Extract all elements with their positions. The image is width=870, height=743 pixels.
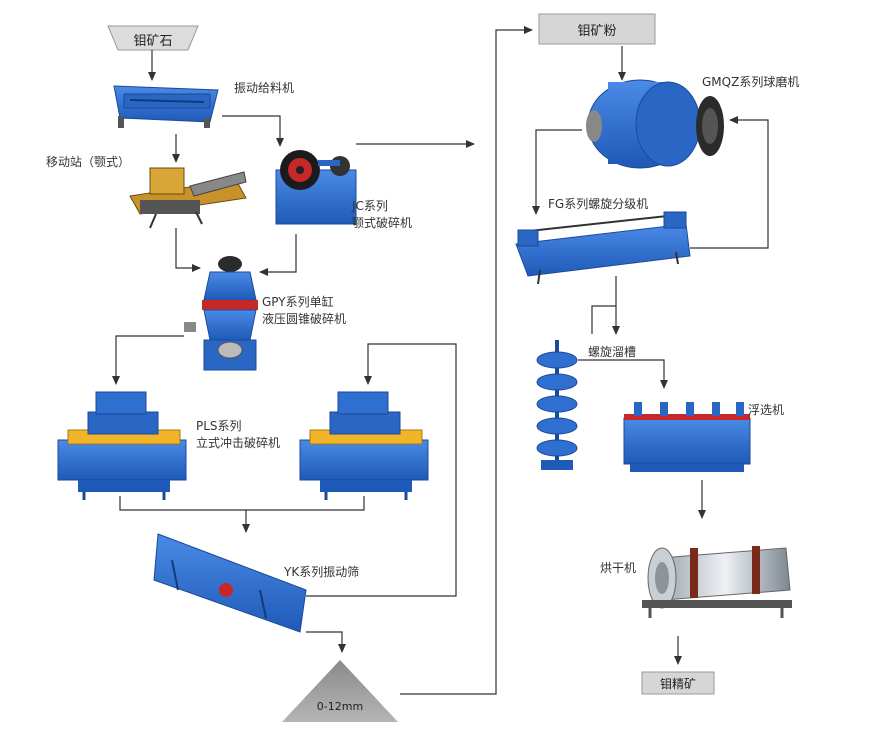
spiral-classifier-machine bbox=[515, 211, 691, 285]
ball-mill-label: GMQZ系列球磨机 bbox=[702, 75, 800, 89]
vibrating-screen-machine bbox=[153, 533, 307, 633]
feeder-label: 振动给料机 bbox=[234, 81, 295, 95]
flow-arrows bbox=[112, 26, 769, 695]
arrow-classifier-return bbox=[690, 116, 769, 249]
output-label: 钼精矿 bbox=[659, 677, 696, 691]
spiral-chute-machine bbox=[536, 340, 578, 470]
arrow-size-to-mid bbox=[400, 26, 533, 695]
dryer-label: 烘干机 bbox=[600, 561, 637, 575]
impact-crusher-right bbox=[299, 391, 429, 500]
arrow-jaw-to-cone bbox=[259, 234, 297, 276]
arrow-mobile-to-cone bbox=[175, 228, 201, 272]
mobile-station-label: 移动站（颚式） bbox=[46, 155, 131, 169]
arrow-mill-to-classifier bbox=[532, 129, 582, 215]
output-node bbox=[641, 671, 715, 695]
spiral-chute-label: 螺旋溜槽 bbox=[588, 345, 637, 359]
input-label: 钼矿石 bbox=[133, 34, 173, 49]
ball-mill-machine bbox=[586, 79, 724, 169]
arrow-feeder-to-jaw bbox=[222, 115, 284, 147]
arrow-screen-to-size bbox=[306, 631, 346, 653]
impact-crusher-label-line1: PLS系列 bbox=[196, 419, 242, 433]
jaw-crusher-machine bbox=[275, 150, 357, 225]
jaw-crusher-label: JC系列 颚式破碎机 bbox=[352, 198, 412, 232]
arrow-spiral-to-flotation bbox=[578, 359, 668, 389]
arrow-impact-to-screen bbox=[119, 496, 365, 511]
cone-crusher-machine bbox=[184, 256, 258, 371]
size-label: 0-12mm bbox=[316, 700, 364, 713]
mobile-station-machine bbox=[129, 167, 247, 229]
cone-crusher-label: GPY系列单缸 液压圆锥破碎机 bbox=[262, 294, 346, 328]
mid-label: 钼矿粉 bbox=[577, 24, 617, 39]
product-size-node bbox=[282, 660, 398, 722]
input-node bbox=[107, 25, 199, 51]
classifier-label: FG系列螺旋分级机 bbox=[548, 197, 649, 211]
cone-crusher-label-line1: GPY系列单缸 bbox=[262, 295, 334, 309]
flotation-label: 浮选机 bbox=[748, 403, 785, 417]
screen-label: YK系列振动筛 bbox=[284, 565, 360, 579]
impact-crusher-left bbox=[57, 391, 187, 500]
jaw-crusher-label-line1: JC系列 bbox=[352, 199, 388, 213]
dryer-machine bbox=[642, 546, 792, 618]
cone-crusher-label-line2: 液压圆锥破碎机 bbox=[262, 312, 347, 326]
flotation-machine bbox=[623, 402, 751, 472]
jaw-crusher-label-line2: 颚式破碎机 bbox=[352, 216, 413, 230]
impact-crusher-label: PLS系列 立式冲击破碎机 bbox=[196, 418, 280, 452]
impact-crusher-label-line2: 立式冲击破碎机 bbox=[196, 436, 281, 450]
intermediate-node bbox=[538, 13, 656, 45]
arrow-classifier-to-spiral bbox=[591, 276, 617, 334]
arrow-screen-return bbox=[306, 343, 457, 597]
arrow-cone-to-impact bbox=[112, 335, 184, 385]
vibrating-feeder-machine bbox=[113, 85, 219, 128]
